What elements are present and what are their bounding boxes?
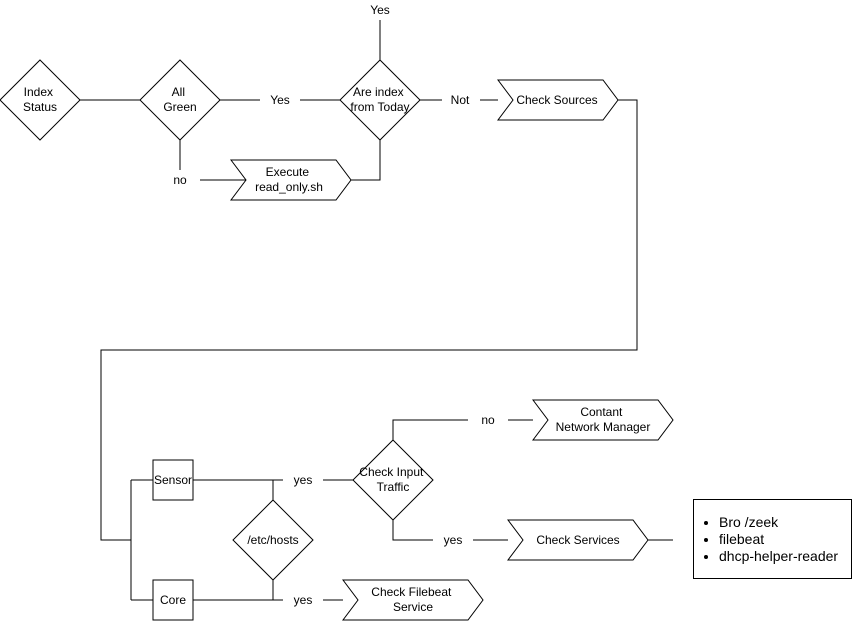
etc-hosts-line-1: /etc/hosts — [247, 533, 298, 547]
edge-label-yes-sensor: yes — [294, 473, 313, 487]
edge-label-no-traffic: no — [481, 413, 495, 427]
check-input-traffic-diamond — [352, 439, 434, 521]
index-status-diamond — [0, 59, 81, 141]
services-list-item: filebeat — [719, 531, 851, 548]
check-filebeat-line-1: Check Filebeat — [371, 585, 452, 599]
node-labels: Index Status All Green Are index from To… — [23, 85, 650, 614]
check-filebeat-line-2: Service — [393, 600, 433, 614]
edge-label-yes-top: Yes — [370, 3, 390, 17]
services-list-item: dhcp-helper-reader — [719, 548, 851, 565]
contant-network-manager-label: Contant Network Manager — [556, 405, 651, 434]
services-list-box: Bro /zeek filebeat dhcp-helper-reader — [693, 499, 852, 579]
edge-label-yes-core: yes — [294, 593, 313, 607]
etc-hosts-diamond — [232, 499, 314, 581]
sensor-box — [152, 459, 194, 501]
all-green-line-1: All — [172, 85, 185, 99]
check-input-line-1: Check Input — [359, 465, 424, 479]
execute-line-1: Execute — [266, 165, 310, 179]
check-input-line-2: Traffic — [377, 480, 410, 494]
etc-hosts-label: /etc/hosts — [247, 533, 298, 547]
execute-read-only-label: Execute read_only.sh — [255, 165, 323, 194]
edge-traffic-up-to-no — [392, 419, 468, 440]
connectors — [80, 20, 673, 601]
core-line-1: Core — [160, 593, 186, 607]
are-index-from-today-label: Are index from Today — [350, 85, 409, 114]
are-index-line-2: from Today — [350, 100, 409, 114]
check-sources-label: Check Sources — [516, 93, 597, 107]
are-index-line-1: Are index — [353, 85, 404, 99]
services-list-item: Bro /zeek — [719, 514, 851, 531]
index-status-line-1: Index — [24, 85, 53, 99]
all-green-diamond — [139, 59, 221, 141]
check-sources-step — [497, 79, 619, 121]
all-green-line-2: Green — [163, 100, 196, 114]
index-status-line-2: Status — [23, 100, 57, 114]
edge-label-no-green: no — [173, 173, 187, 187]
sensor-label: Sensor — [154, 473, 192, 487]
edge-label-yes-traffic: yes — [444, 533, 463, 547]
edge-labels: Yes Yes Not no yes no yes yes — [173, 3, 495, 607]
edge-label-not-today: Not — [451, 93, 470, 107]
execute-line-2: read_only.sh — [255, 180, 323, 194]
contant-line-2: Network Manager — [556, 420, 651, 434]
are-index-from-today-diamond — [339, 59, 421, 141]
edge-label-yes-green: Yes — [270, 93, 290, 107]
all-green-label: All Green — [163, 85, 196, 114]
edge-check-sources-loop — [100, 99, 638, 541]
check-services-line-1: Check Services — [536, 533, 619, 547]
services-list: Bro /zeek filebeat dhcp-helper-reader — [694, 500, 851, 565]
core-label: Core — [160, 593, 186, 607]
sensor-line-1: Sensor — [154, 473, 192, 487]
edge-traffic-down-to-yes — [392, 520, 433, 541]
contant-line-1: Contant — [580, 405, 623, 419]
edge-branch-sensor-core — [130, 479, 153, 601]
check-sources-line-1: Check Sources — [516, 93, 597, 107]
execute-read-only-step — [230, 159, 352, 201]
check-filebeat-service-label: Check Filebeat Service — [371, 585, 454, 614]
check-services-step — [507, 519, 649, 561]
core-box — [152, 579, 194, 621]
edge-today-to-execute — [351, 140, 381, 181]
shapes — [0, 59, 674, 621]
check-services-label: Check Services — [536, 533, 619, 547]
check-input-traffic-label: Check Input Traffic — [359, 465, 426, 494]
contant-network-manager-step — [532, 399, 674, 441]
check-filebeat-service-step — [342, 579, 484, 621]
index-status-label: Index Status — [23, 85, 57, 114]
